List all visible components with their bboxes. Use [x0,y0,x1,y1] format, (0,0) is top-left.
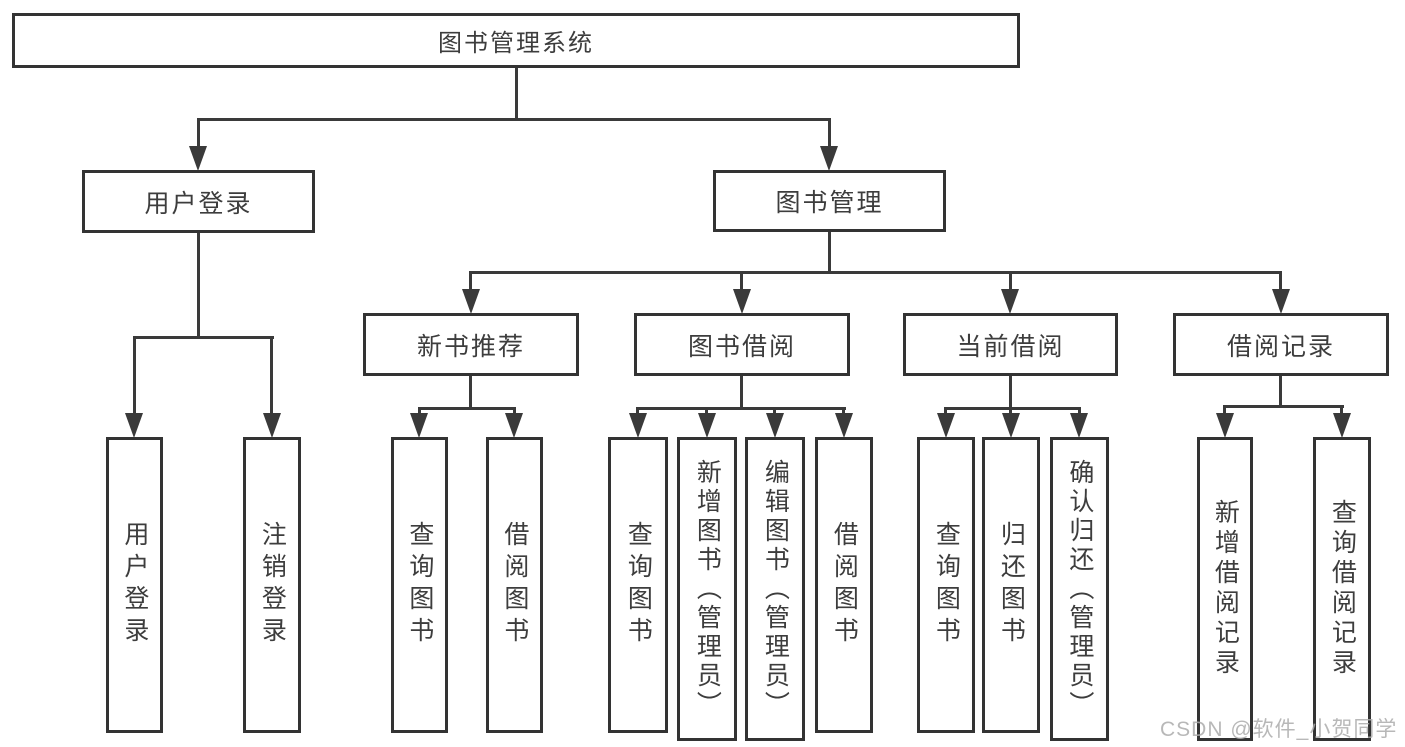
leaf-query-borrow-record: 查询借阅记录 [1313,437,1371,741]
connector-vline [1009,271,1012,295]
connector-vline [1279,271,1282,295]
connector-vline [469,376,472,410]
connector-vline [740,271,743,295]
arrowhead-down-icon [263,413,281,438]
leaf-label: 确认归还（管理员） [1065,458,1094,720]
connector-vline [1340,405,1343,420]
leaf-label: 注销登录 [258,521,287,649]
watermark: CSDN @软件_小贺同学 [1160,718,1398,741]
leaf-label: 查询图书 [405,521,434,649]
connector-hline [197,118,831,121]
leaf-return-books: 归还图书 [982,437,1040,733]
leaf-query-books-recommend: 查询图书 [391,437,448,733]
connector-vline [1279,376,1282,408]
leaf-logout: 注销登录 [243,437,301,733]
arrowhead-down-icon [462,289,480,314]
leaf-label: 查询借阅记录 [1328,499,1357,679]
leaf-label: 借阅图书 [830,521,859,649]
node-book-borrow: 图书借阅 [634,313,850,376]
connector-hline [636,407,846,410]
leaf-borrow-books-recommend: 借阅图书 [486,437,543,733]
arrowhead-down-icon [189,146,207,171]
connector-hline [418,407,516,410]
connector-hline [1223,405,1344,408]
leaf-label: 查询图书 [624,521,653,649]
connector-vline [740,376,743,410]
arrowhead-down-icon [820,146,838,171]
connector-vline [1223,405,1226,420]
node-label: 当前借阅 [956,332,1065,361]
leaf-label: 新增图书（管理员） [693,458,722,720]
connector-vline [828,118,831,150]
node-book-management: 图书管理 [713,170,946,232]
connector-vline [828,232,831,274]
arrowhead-down-icon [733,289,751,314]
leaf-label: 归还图书 [997,521,1026,649]
node-new-book-recommend: 新书推荐 [363,313,579,376]
leaf-label: 编辑图书（管理员） [761,458,790,720]
node-label: 图书管理 [775,189,884,217]
leaf-label: 用户登录 [120,521,149,649]
connector-hline [469,271,1282,274]
connector-vline [270,336,273,420]
arrowhead-down-icon [1272,289,1290,314]
connector-hline [944,407,1081,410]
arrowhead-down-icon [937,413,955,438]
arrowhead-down-icon [835,413,853,438]
arrowhead-down-icon [505,413,523,438]
arrowhead-down-icon [1216,413,1234,438]
leaf-user-login: 用户登录 [106,437,163,733]
leaf-label: 借阅图书 [500,521,529,649]
leaf-edit-books-admin: 编辑图书（管理员） [745,437,805,741]
connector-vline [197,233,200,339]
connector-vline [515,68,518,121]
node-borrow-records: 借阅记录 [1173,313,1389,376]
connector-vline [197,118,200,150]
leaf-label: 查询图书 [932,521,961,649]
leaf-borrow-books: 借阅图书 [815,437,873,733]
arrowhead-down-icon [125,413,143,438]
node-user-login: 用户登录 [82,170,315,233]
leaf-query-books-borrow: 查询图书 [608,437,668,733]
connector-vline [469,271,472,295]
leaf-add-books-admin: 新增图书（管理员） [677,437,737,741]
node-label: 新书推荐 [416,332,525,361]
node-root-label: 图书管理系统 [438,30,594,57]
node-label: 用户登录 [144,189,253,218]
leaf-add-borrow-record: 新增借阅记录 [1197,437,1253,741]
arrowhead-down-icon [1333,413,1351,438]
arrowhead-down-icon [629,413,647,438]
connector-vline [133,336,136,420]
node-label: 图书借阅 [687,332,796,361]
leaf-confirm-return-admin: 确认归还（管理员） [1050,437,1109,741]
arrowhead-down-icon [1001,289,1019,314]
arrowhead-down-icon [1070,413,1088,438]
node-label: 借阅记录 [1226,332,1335,361]
connector-hline [133,336,274,339]
leaf-label: 新增借阅记录 [1211,499,1240,679]
arrowhead-down-icon [1002,413,1020,438]
arrowhead-down-icon [766,413,784,438]
connector-vline [1009,376,1012,410]
arrowhead-down-icon [410,413,428,438]
node-current-borrow: 当前借阅 [903,313,1118,376]
arrowhead-down-icon [698,413,716,438]
leaf-query-books-current: 查询图书 [917,437,975,733]
node-root: 图书管理系统 [12,13,1020,68]
